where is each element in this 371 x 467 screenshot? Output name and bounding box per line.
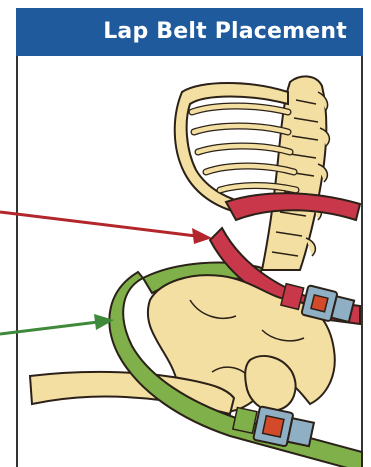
- red-arrow-icon: [0, 212, 212, 244]
- green-arrow-icon: [0, 314, 114, 334]
- buckle-icon: [232, 402, 315, 451]
